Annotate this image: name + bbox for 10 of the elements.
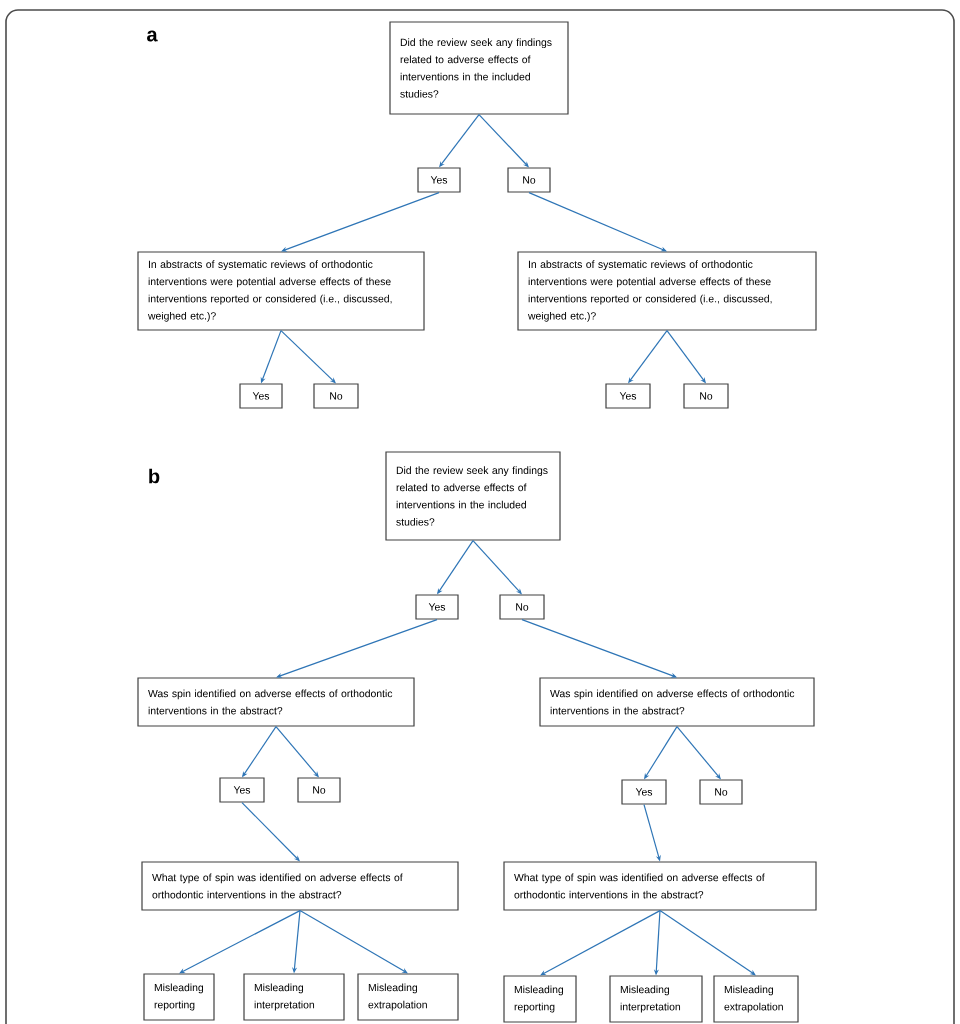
arrow — [528, 192, 667, 252]
arrow — [281, 192, 440, 252]
arrow — [659, 910, 756, 976]
arrow — [521, 619, 677, 678]
panel-label: a — [147, 30, 158, 42]
arrow — [276, 619, 438, 678]
panel-label: b — [149, 468, 160, 484]
arrow — [540, 910, 661, 976]
arrow — [179, 910, 301, 974]
arrow — [299, 910, 408, 974]
